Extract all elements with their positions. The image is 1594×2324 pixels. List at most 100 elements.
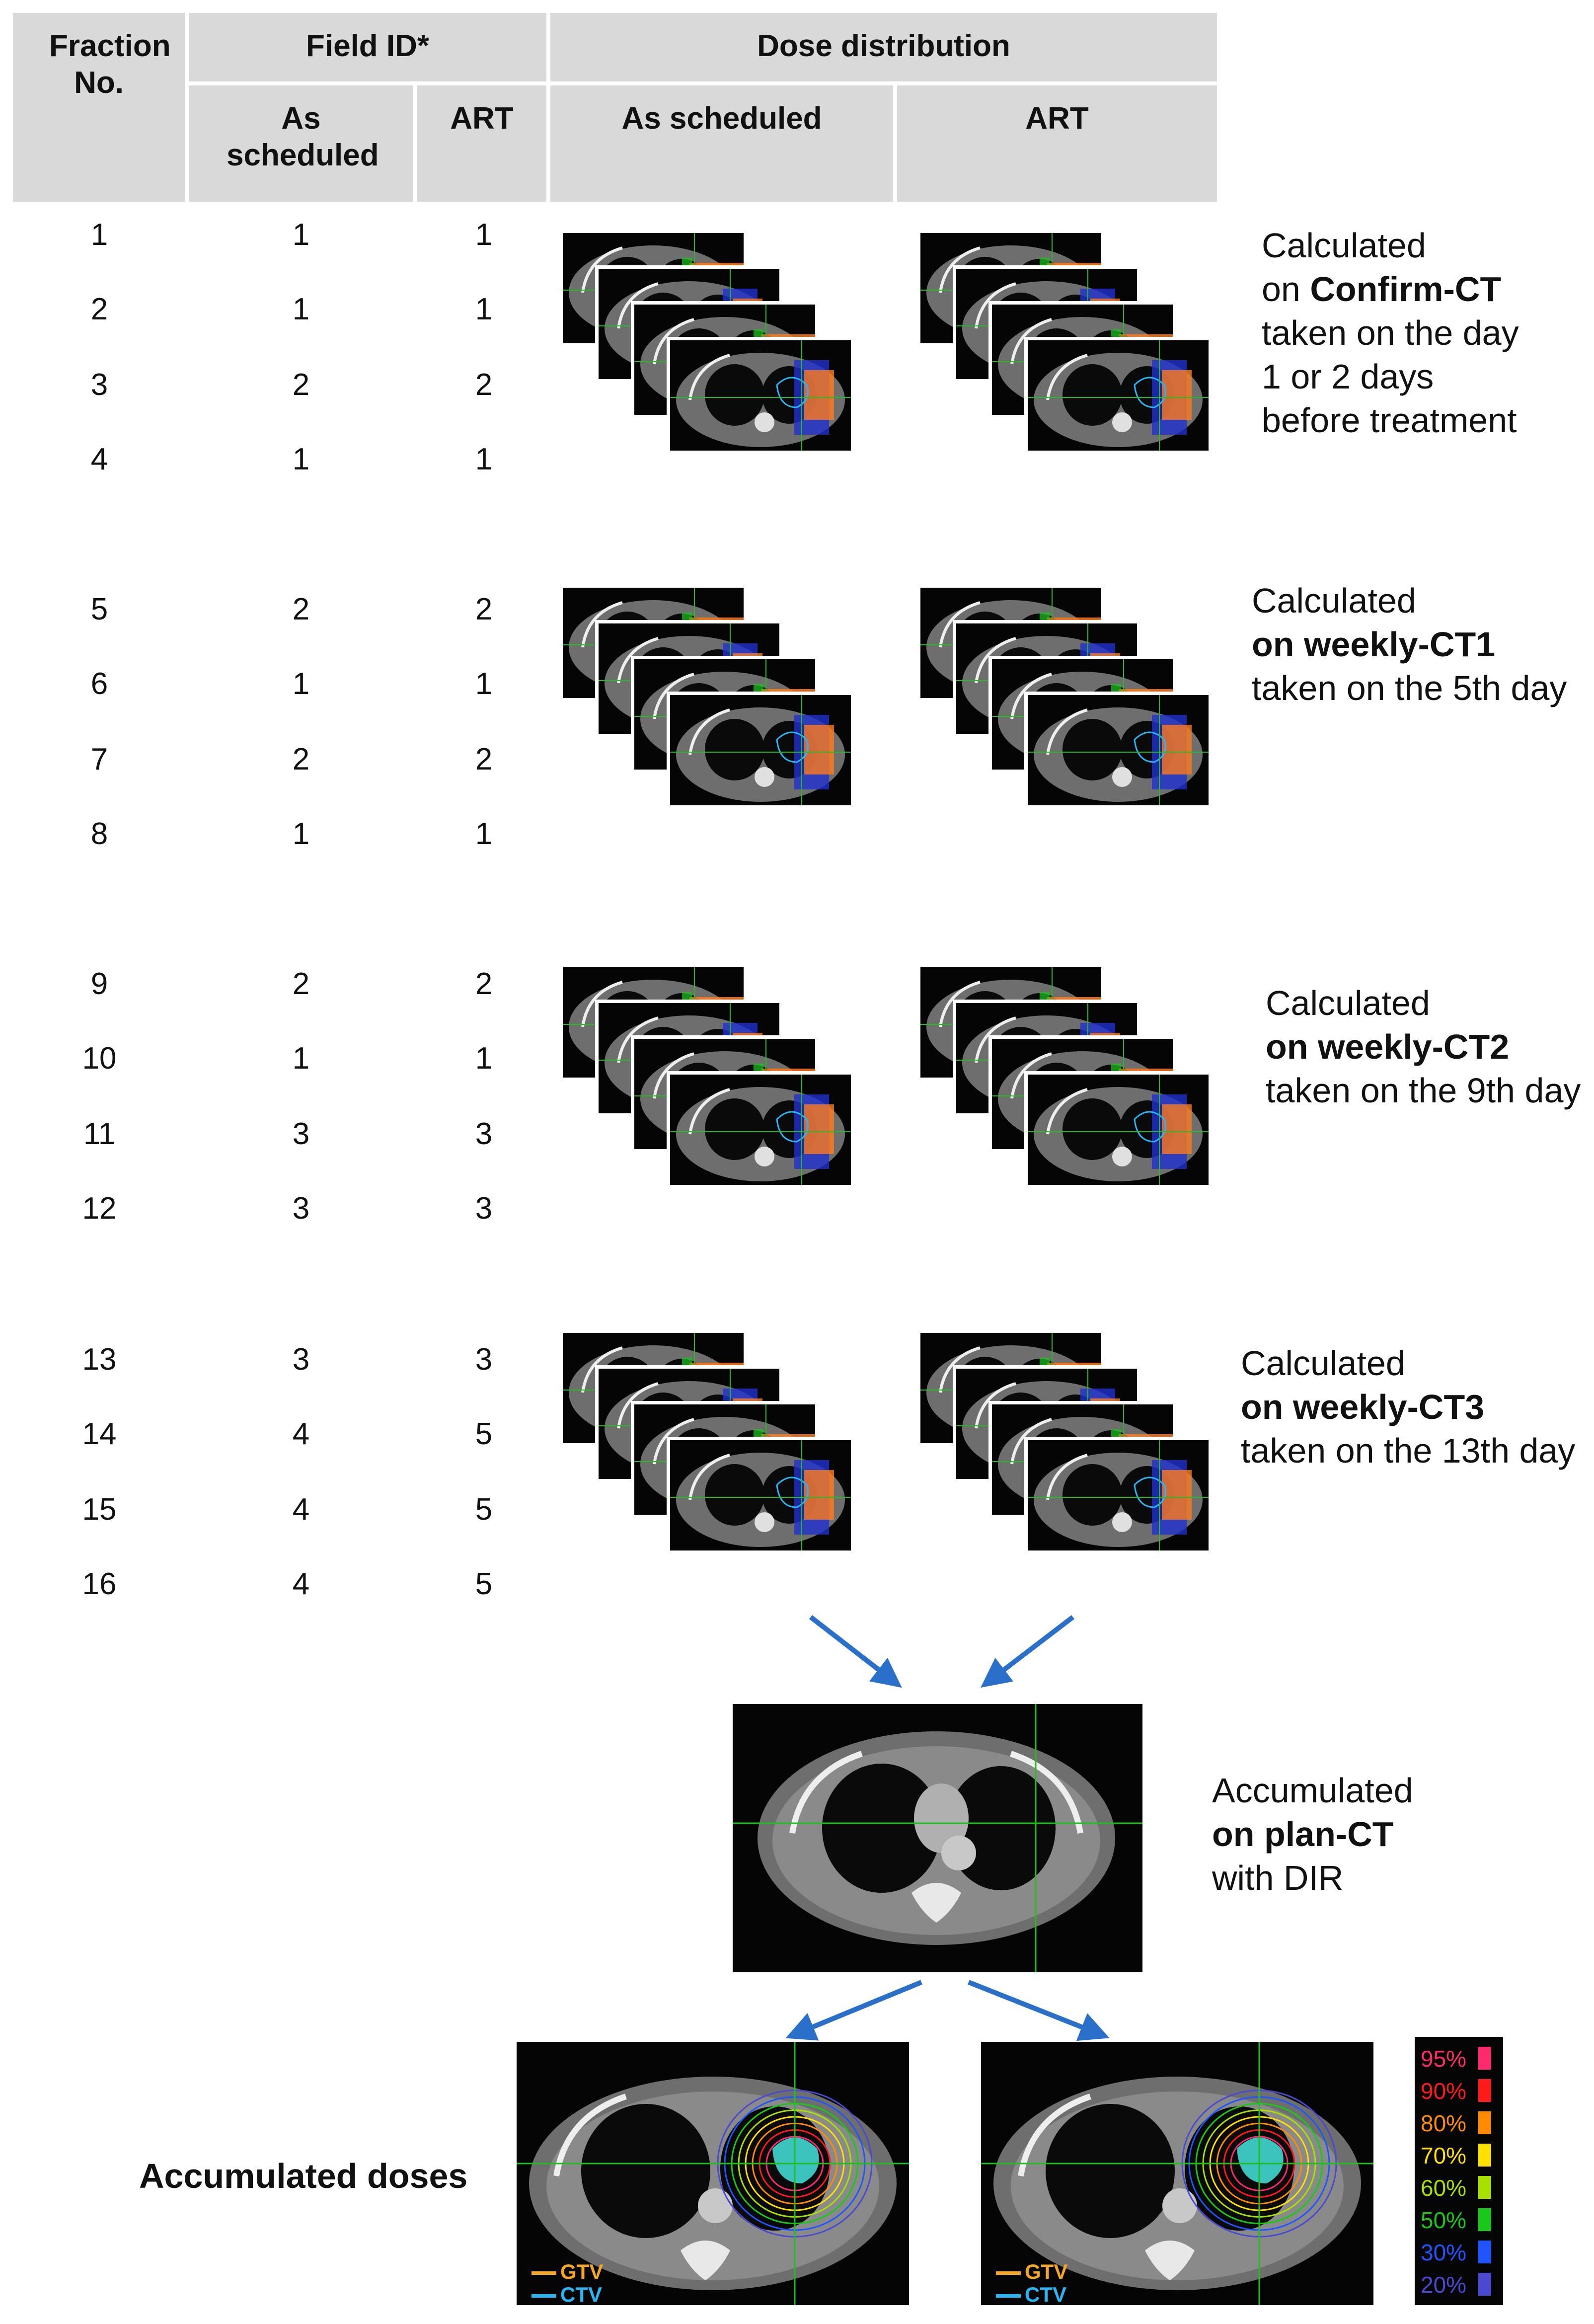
field-as-scheduled: 2: [292, 368, 310, 402]
field-art: 5: [475, 1492, 493, 1527]
fraction-number: 9: [90, 967, 108, 1001]
plan-ct-image: [733, 1704, 1142, 1972]
field-art: 1: [475, 292, 493, 326]
field-as-scheduled: 1: [292, 1041, 310, 1076]
note-weekly-ct3-line1: Calculated: [1241, 1344, 1405, 1383]
note-weekly-ct1-line3: taken on the 5th day: [1252, 669, 1567, 707]
field-as-scheduled: 4: [292, 1492, 310, 1527]
fraction-number: 8: [90, 817, 108, 851]
field-as-scheduled: 4: [292, 1417, 310, 1451]
gtv-label: GTV: [560, 2260, 604, 2283]
note-confirm-ct-line5: before treatment: [1262, 401, 1517, 440]
ct-slice-as-scheduled: [667, 337, 854, 454]
fraction-number: 12: [82, 1191, 117, 1226]
ct-slice-as-scheduled: [667, 1071, 854, 1188]
legend-percent: 50%: [1421, 2207, 1467, 2233]
header-field-art: ART: [417, 85, 546, 202]
note-weekly-ct1-name: on weekly-CT1: [1252, 625, 1496, 664]
field-as-scheduled: 2: [292, 592, 310, 626]
header-field-art-label: ART: [450, 101, 514, 136]
legend-entry: 50%: [1415, 2203, 1503, 2235]
arrow-accumulated-to-left: [785, 1980, 922, 2041]
legend-percent: 95%: [1421, 2046, 1467, 2072]
field-as-scheduled: 2: [292, 742, 310, 776]
ctv-legend-entry: CTV: [531, 2283, 603, 2305]
arrow-left-to-accumulated: [809, 1615, 902, 1688]
legend-percent: 70%: [1421, 2143, 1467, 2169]
field-as-scheduled: 3: [292, 1117, 310, 1151]
note-accumulated-line2: on plan-CT: [1212, 1812, 1413, 1856]
ctv-label: CTV: [1025, 2283, 1066, 2306]
legend-swatch: [1478, 2111, 1491, 2134]
note-accumulated-line1: Accumulated: [1212, 1771, 1413, 1810]
legend-percent: 60%: [1421, 2175, 1467, 2201]
plan-ct-slice: [733, 1704, 1142, 1972]
legend-swatch: [1478, 2208, 1491, 2231]
legend-entry: 60%: [1415, 2171, 1503, 2203]
field-art: 2: [475, 742, 493, 776]
legend-swatch: [1478, 2176, 1491, 2199]
legend-swatch: [1478, 2241, 1491, 2263]
legend-entry: 70%: [1415, 2139, 1503, 2170]
ctv-legend-entry: CTV: [996, 2283, 1067, 2305]
header-dose-art: ART: [897, 85, 1217, 202]
field-art: 1: [475, 442, 493, 476]
note-weekly-ct2-line3: taken on the 9th day: [1266, 1071, 1581, 1110]
note-confirm-ct-line4: 1 or 2 days: [1262, 357, 1434, 396]
note-confirm-ct-line3: taken on the day: [1262, 313, 1519, 352]
legend-percent: 80%: [1421, 2110, 1467, 2136]
ct-slice-art: [1024, 337, 1212, 454]
field-as-scheduled: 2: [292, 967, 310, 1001]
note-weekly-ct2-line1: Calculated: [1266, 984, 1430, 1022]
note-weekly-ct1-line2: on weekly-CT1: [1252, 622, 1567, 666]
field-art: 2: [475, 967, 493, 1001]
legend-entry: 95%: [1415, 2042, 1503, 2074]
ct-slice-art: [1024, 1437, 1212, 1554]
fraction-number: 14: [82, 1417, 117, 1451]
note-weekly-ct3-line2: on weekly-CT3: [1241, 1385, 1575, 1429]
ct-slice-as-scheduled: [667, 1437, 854, 1554]
field-art: 2: [475, 592, 493, 626]
header-field-id-label: Field ID*: [305, 29, 430, 63]
fraction-number: 1: [90, 218, 108, 252]
note-accumulated-name: on plan-CT: [1212, 1815, 1394, 1854]
note-weekly-ct1-line1: Calculated: [1252, 581, 1416, 620]
note-weekly-ct3: Calculated on weekly-CT3 taken on the 13…: [1241, 1341, 1575, 1472]
legend-entry: 90%: [1415, 2074, 1503, 2106]
accumulated-doses-label: Accumulated doses: [139, 2157, 468, 2195]
field-art: 1: [475, 1041, 493, 1076]
ct-slice-art: [1024, 692, 1212, 809]
legend-percent: 90%: [1421, 2078, 1467, 2104]
note-weekly-ct2: Calculated on weekly-CT2 taken on the 9t…: [1266, 981, 1581, 1112]
fraction-number: 4: [90, 442, 108, 476]
header-dose-distribution-label: Dose distribution: [757, 29, 1010, 63]
fraction-number: 11: [83, 1117, 116, 1151]
header-field-as-scheduled: As scheduled: [189, 85, 413, 202]
gtv-legend-entry: GTV: [996, 2260, 1067, 2283]
legend-swatch: [1478, 2047, 1491, 2070]
legend-entry: 20%: [1415, 2268, 1503, 2300]
field-as-scheduled: 4: [292, 1567, 310, 1601]
header-dose-distribution: Dose distribution: [550, 13, 1217, 81]
field-as-scheduled: 3: [292, 1342, 310, 1377]
note-weekly-ct3-line3: taken on the 13th day: [1241, 1431, 1576, 1470]
field-as-scheduled: 1: [292, 218, 310, 252]
note-confirm-ct-prefix: on: [1262, 270, 1310, 309]
dose-legend: 95% 90% 80% 70% 60% 50% 30% 20%: [1415, 2037, 1503, 2305]
legend-entry: 30%: [1415, 2236, 1503, 2267]
note-confirm-ct-line1: Calculated: [1262, 226, 1426, 265]
fraction-number: 10: [82, 1041, 117, 1076]
fraction-number: 7: [90, 742, 108, 776]
fraction-number: 13: [82, 1342, 117, 1377]
field-art: 5: [475, 1567, 493, 1601]
gtv-label: GTV: [1025, 2260, 1068, 2283]
legend-percent: 20%: [1421, 2272, 1467, 2298]
fraction-number: 15: [82, 1492, 117, 1527]
header-fraction-no: Fraction No.: [13, 13, 185, 202]
field-art: 1: [475, 218, 493, 252]
field-as-scheduled: 1: [292, 817, 310, 851]
